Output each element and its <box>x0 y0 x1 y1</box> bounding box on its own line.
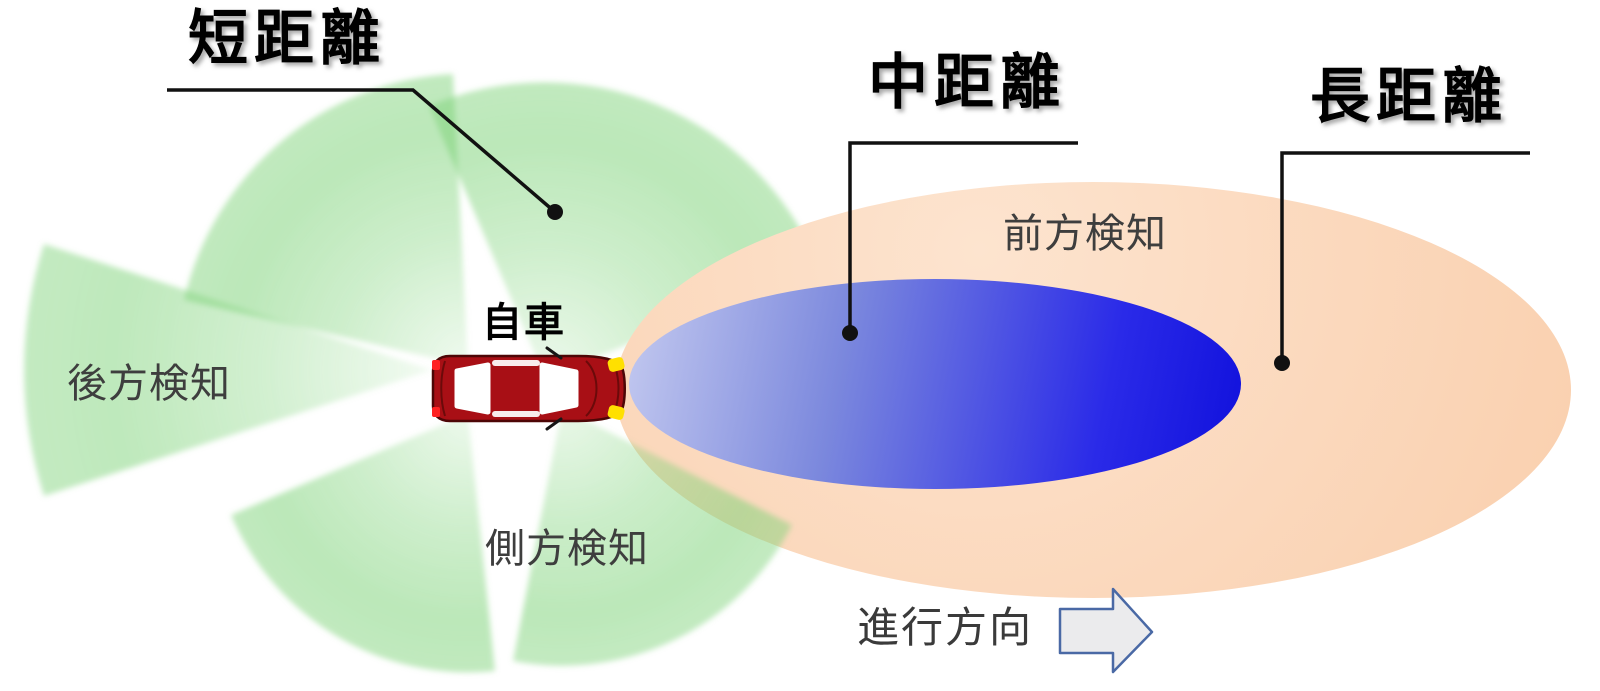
leader-lines <box>167 88 1530 363</box>
leader-dots <box>547 204 1290 371</box>
car-rear-window <box>454 362 491 415</box>
short-range-title: 短距離 <box>188 4 386 74</box>
mid-range-title: 中距離 <box>868 48 1066 118</box>
leader-endpoint-dot <box>547 204 563 220</box>
car-taillight-bottom <box>432 407 440 417</box>
short-range-sector-rear <box>24 244 433 496</box>
mid-range-ellipse <box>629 279 1241 489</box>
leader-line-long-range <box>1280 151 1530 363</box>
short-range-sector-bottom-left <box>231 414 495 673</box>
car-rear-line <box>440 360 446 417</box>
ego-car <box>431 346 626 431</box>
short-range-fans-back <box>24 74 819 673</box>
car-side-window-top <box>492 360 540 366</box>
travel-direction-label: 進行方向 <box>857 603 1034 652</box>
front-detection-label: 前方検知 <box>1003 211 1167 257</box>
car-windshield <box>539 362 579 415</box>
right-block-arrow-icon <box>1058 587 1154 674</box>
car-headlight-top <box>607 357 625 372</box>
car-mirror-bottom <box>545 417 563 431</box>
short-range-sector-bottom-right <box>513 408 792 666</box>
ego-vehicle-label: 自車 <box>482 300 566 346</box>
leader-endpoint-dot <box>842 325 858 341</box>
long-range-title: 長距離 <box>1310 62 1508 132</box>
side-detection-label: 側方検知 <box>485 526 649 572</box>
leader-line-short-range <box>167 88 557 214</box>
car-headlight-bottom <box>607 405 625 420</box>
short-range-sector-top-left <box>184 74 468 366</box>
leader-line-mid-range <box>848 141 1078 333</box>
car-taillight-top <box>432 360 440 370</box>
car-hood-line <box>585 360 598 417</box>
rear-detection-label: 後方検知 <box>67 361 231 407</box>
car-side-window-bottom <box>492 411 540 417</box>
leader-endpoint-dot <box>1274 355 1290 371</box>
car-mirror-top <box>545 346 563 360</box>
